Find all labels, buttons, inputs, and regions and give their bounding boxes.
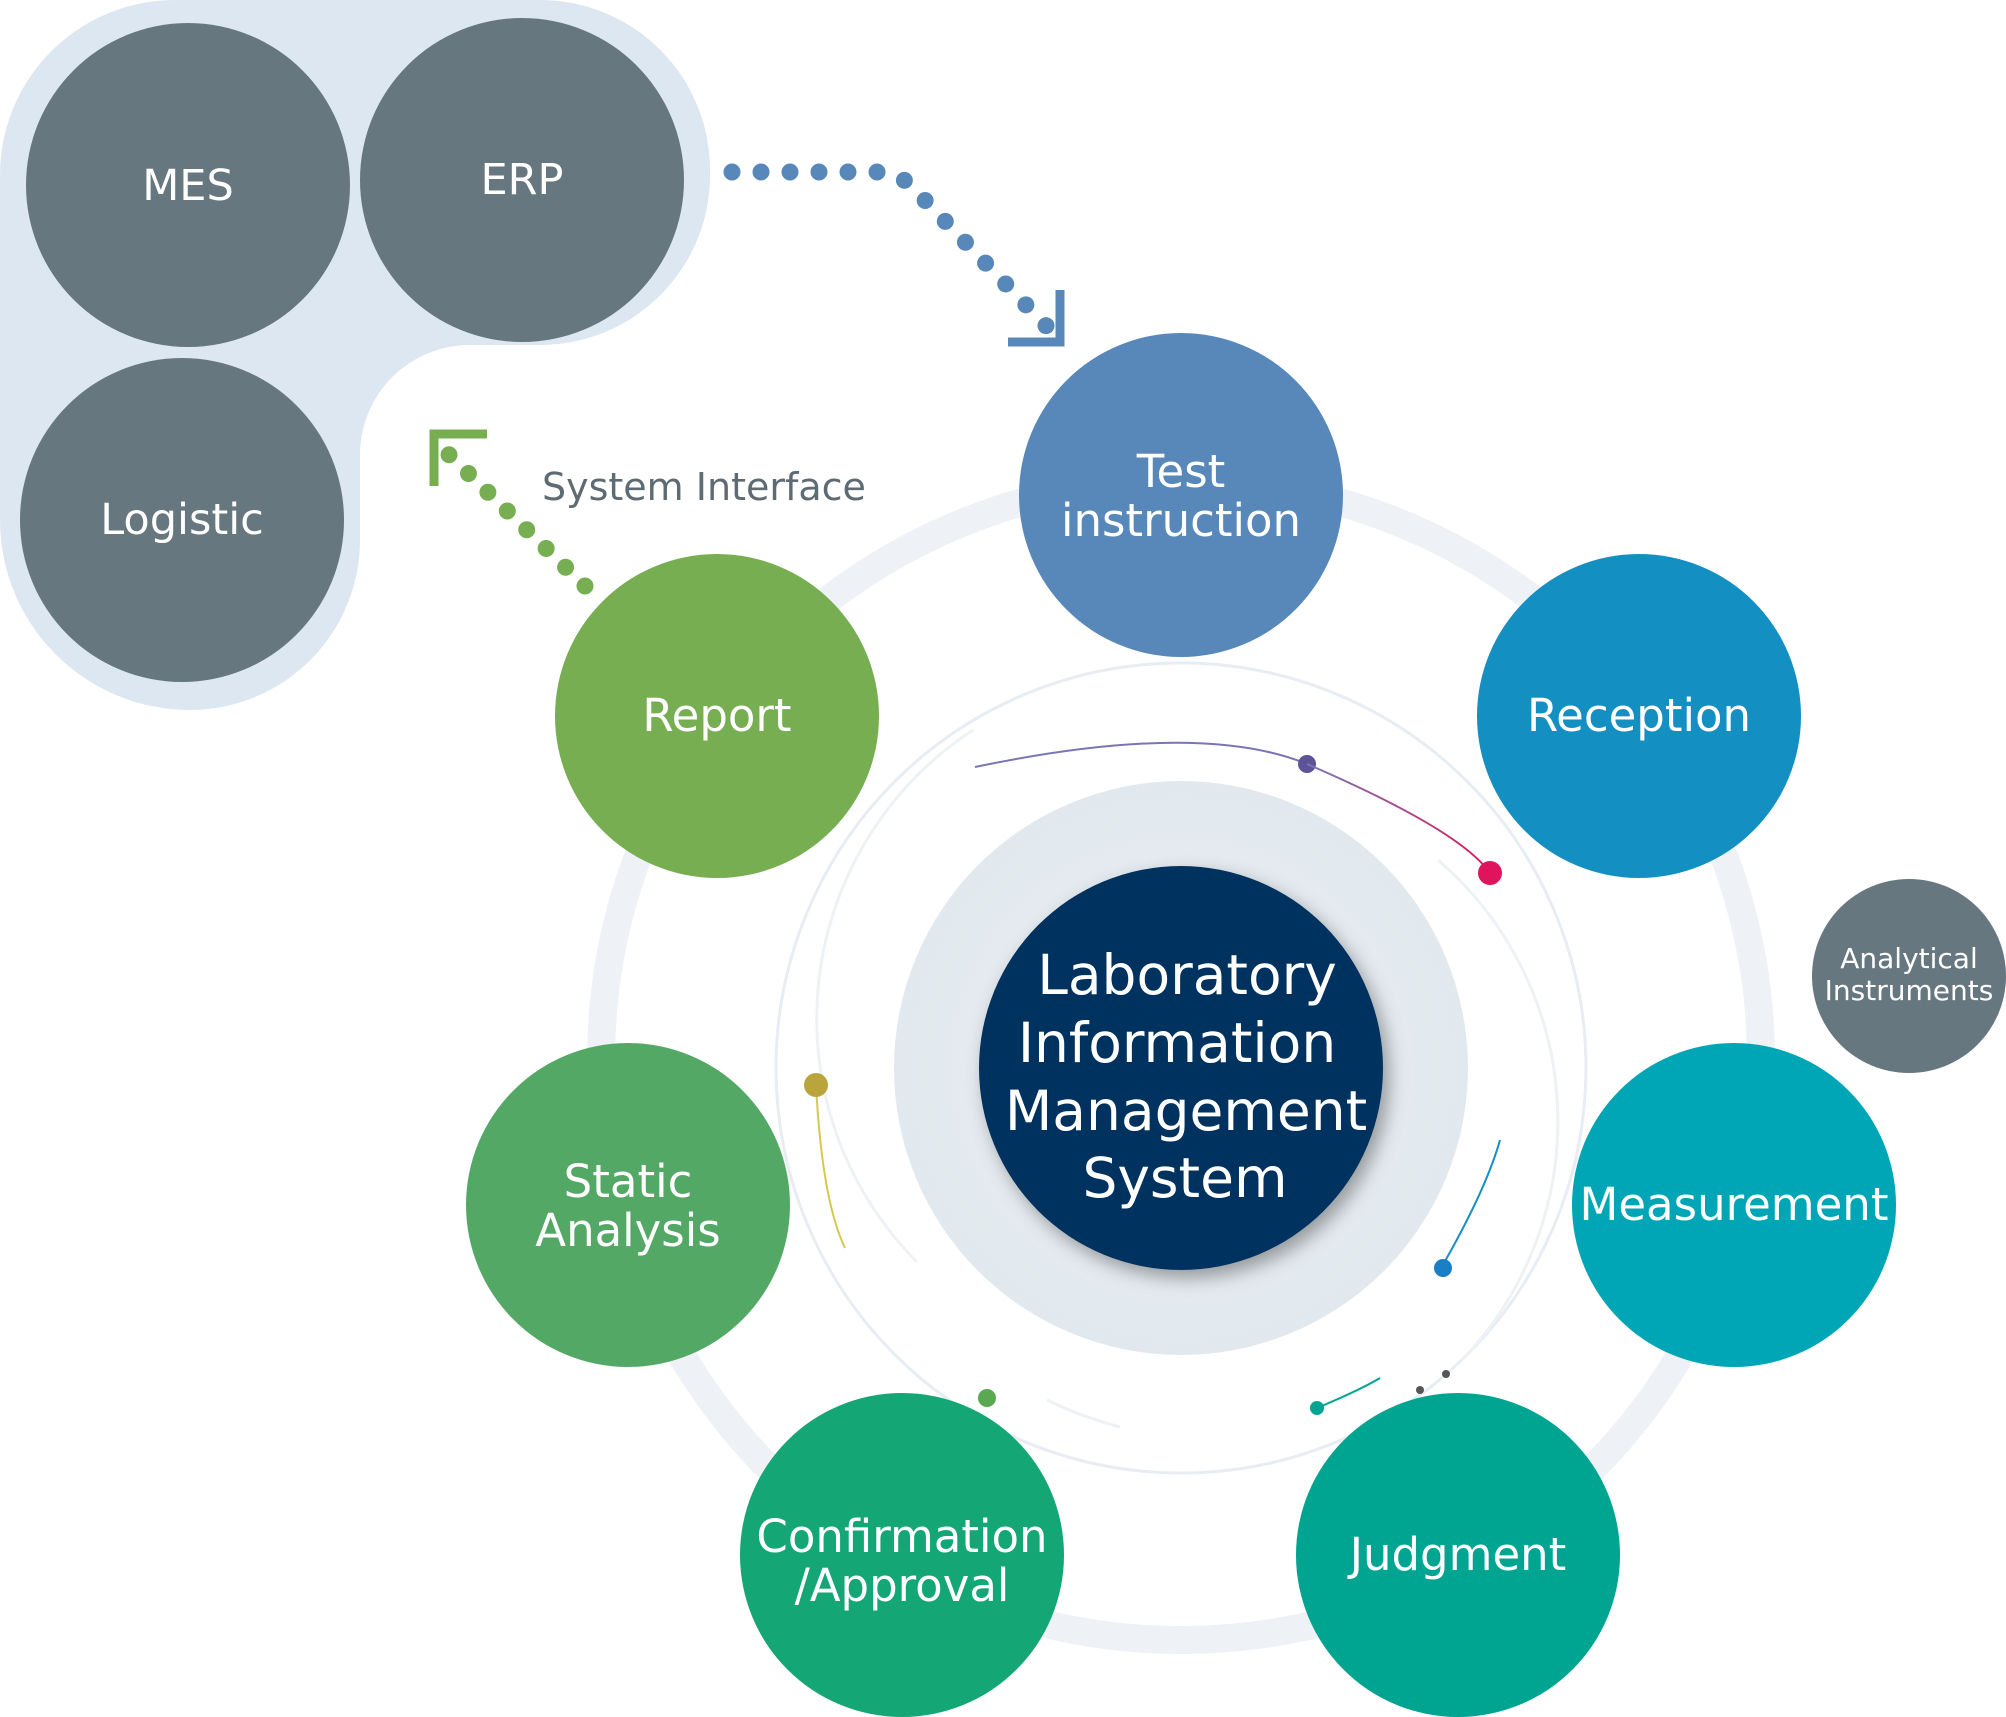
report-label: Report xyxy=(642,689,791,742)
orbit-dot-icon xyxy=(1310,1401,1324,1415)
middle-ring xyxy=(774,661,1588,1475)
inbound-arrow xyxy=(723,163,1065,347)
analytical-instruments-label-line-1: Analytical xyxy=(1840,942,1978,975)
arc-teal xyxy=(1316,1377,1381,1409)
orbit-accents xyxy=(804,741,1502,1415)
confirmation-approval-circle xyxy=(740,1393,1064,1717)
reception-label: Reception xyxy=(1527,689,1751,742)
report-circle xyxy=(555,554,879,878)
outbound-arrow xyxy=(429,429,594,595)
measurement-label: Measurement xyxy=(1580,1178,1889,1231)
center-label-line-3: Management xyxy=(1005,1079,1367,1143)
confirmation-approval-label-line-2: /Approval xyxy=(795,1559,1010,1612)
node-logistic: Logistic xyxy=(20,358,344,682)
mes-label: MES xyxy=(142,161,234,211)
step-report: Report xyxy=(555,554,879,878)
judgment-label: Judgment xyxy=(1347,1528,1567,1581)
static-analysis-label-line-2: Analysis xyxy=(535,1204,720,1257)
step-measurement: Measurement xyxy=(1572,1043,1896,1367)
erp-label: ERP xyxy=(481,155,564,205)
dotted-arrow-icon xyxy=(431,437,594,595)
dotted-arrow-icon xyxy=(723,163,1064,344)
thin-arc-left xyxy=(815,728,974,1264)
logistic-circle xyxy=(20,358,344,682)
arc-purple xyxy=(974,741,1308,768)
test-instruction-circle xyxy=(1019,333,1343,657)
step-static-analysis: Static Analysis xyxy=(466,1043,790,1367)
erp-circle xyxy=(360,18,684,342)
outbound-arrowhead xyxy=(429,429,487,486)
test-instruction-label-line-1: Test xyxy=(1136,445,1226,498)
reception-circle xyxy=(1477,554,1801,878)
orbit-dot-icon xyxy=(1434,1259,1452,1277)
center-circle xyxy=(979,866,1383,1270)
step-reception: Reception xyxy=(1477,554,1801,878)
judgment-circle xyxy=(1296,1393,1620,1717)
inbound-arrowhead xyxy=(1008,290,1065,347)
center-label-line-1: Laboratory xyxy=(1037,943,1337,1007)
static-analysis-label-line-1: Static xyxy=(564,1155,693,1208)
orbit-dot-icon xyxy=(1416,1386,1424,1394)
static-analysis-circle xyxy=(466,1043,790,1367)
analytical-instruments-circle xyxy=(1812,879,2006,1073)
test-instruction-label-line-2: instruction xyxy=(1061,494,1301,547)
system-interface-label: System Interface xyxy=(542,465,866,509)
arc-pink xyxy=(1306,763,1491,874)
node-erp: ERP xyxy=(360,18,684,342)
arc-blue xyxy=(1439,1139,1501,1271)
confirmation-approval-label-line-1: Confirmation xyxy=(756,1510,1047,1563)
node-mes: MES xyxy=(26,23,350,347)
mes-circle xyxy=(26,23,350,347)
thin-arc-bottom xyxy=(1046,1398,1121,1429)
orbit-dot-icon xyxy=(804,1073,828,1097)
orbit-dot-icon xyxy=(978,1389,996,1407)
center-label-line-2: Information xyxy=(1018,1011,1336,1075)
orbit-dot-icon xyxy=(1478,861,1502,885)
step-judgment: Judgment xyxy=(1296,1393,1620,1717)
orbit-dot-icon xyxy=(1442,1370,1450,1378)
step-test-instruction: Test instruction xyxy=(1019,333,1343,657)
analytical-instruments-label-line-2: Instruments xyxy=(1825,974,1994,1007)
center-node: Laboratory Information Management System xyxy=(979,866,1383,1270)
step-confirmation-approval: Confirmation /Approval xyxy=(740,1393,1064,1717)
center-label-line-4: System xyxy=(1082,1146,1287,1210)
logistic-label: Logistic xyxy=(100,495,264,545)
external-systems-panel: MES ERP Logistic xyxy=(0,0,711,710)
measurement-circle xyxy=(1572,1043,1896,1367)
analytical-instruments-node: Analytical Instruments xyxy=(1812,879,2006,1073)
thin-arc-right xyxy=(1437,858,1560,1362)
arc-yellow xyxy=(815,1084,846,1249)
